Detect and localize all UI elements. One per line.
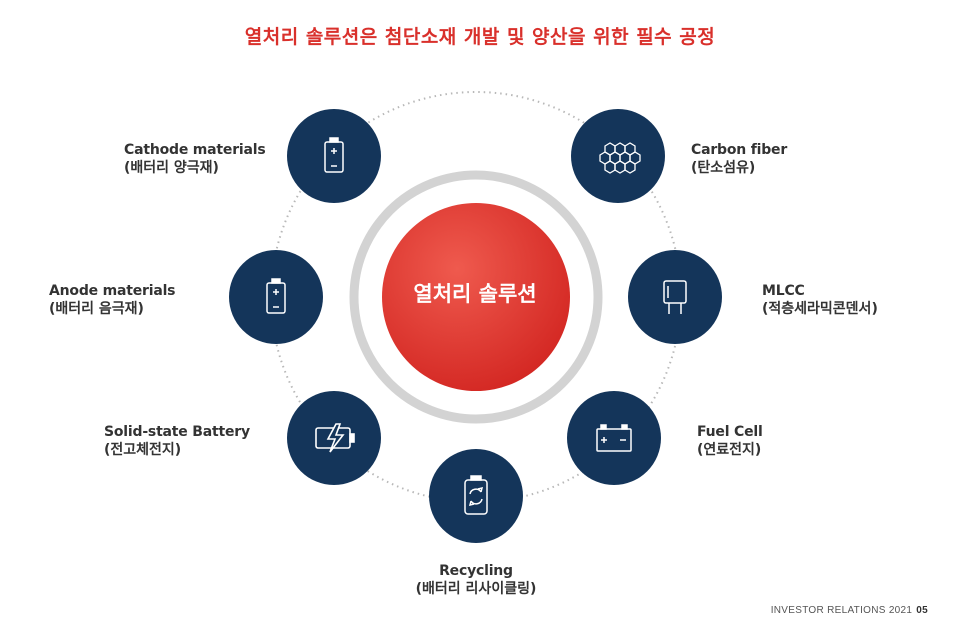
node-cathode: [287, 109, 381, 203]
page-title: 열처리 솔루션은 첨단소재 개발 및 양산을 위한 필수 공정: [244, 26, 716, 48]
capacitor-icon: [663, 280, 687, 314]
battery-icon: [324, 137, 344, 173]
center-circle: [382, 203, 570, 391]
center-ring: [349, 170, 603, 424]
label-mlcc: MLCC (적층세라믹콘덴서): [762, 283, 878, 317]
label-fuel-cell: Fuel Cell (연료전지): [697, 424, 763, 458]
node-fuel-cell: [567, 391, 661, 485]
label-carbon-fiber: Carbon fiber (탄소섬유): [691, 142, 788, 176]
recycle-battery-icon: [464, 475, 488, 515]
footer-text: INVESTOR RELATIONS 2021: [770, 605, 913, 616]
node-recycling: [429, 449, 523, 543]
label-anode: Anode materials (배터리 음극재): [49, 283, 176, 317]
node-mlcc: [628, 250, 722, 344]
hexagon-mesh-icon: [599, 142, 641, 174]
label-cathode: Cathode materials (배터리 양극재): [124, 142, 266, 176]
node-solid-state: [287, 391, 381, 485]
label-recycling: Recycling (배터리 리사이클링): [415, 563, 537, 597]
node-carbon-fiber: [571, 109, 665, 203]
center-label: 열처리 솔루션: [413, 282, 537, 306]
node-anode: [229, 250, 323, 344]
page-number: 05: [916, 605, 928, 616]
battery-bolt-icon: [315, 423, 355, 453]
label-solid-state: Solid-state Battery (전고체전지): [104, 424, 250, 458]
battery-icon: [266, 278, 286, 314]
fuel-cell-icon: [596, 424, 632, 452]
